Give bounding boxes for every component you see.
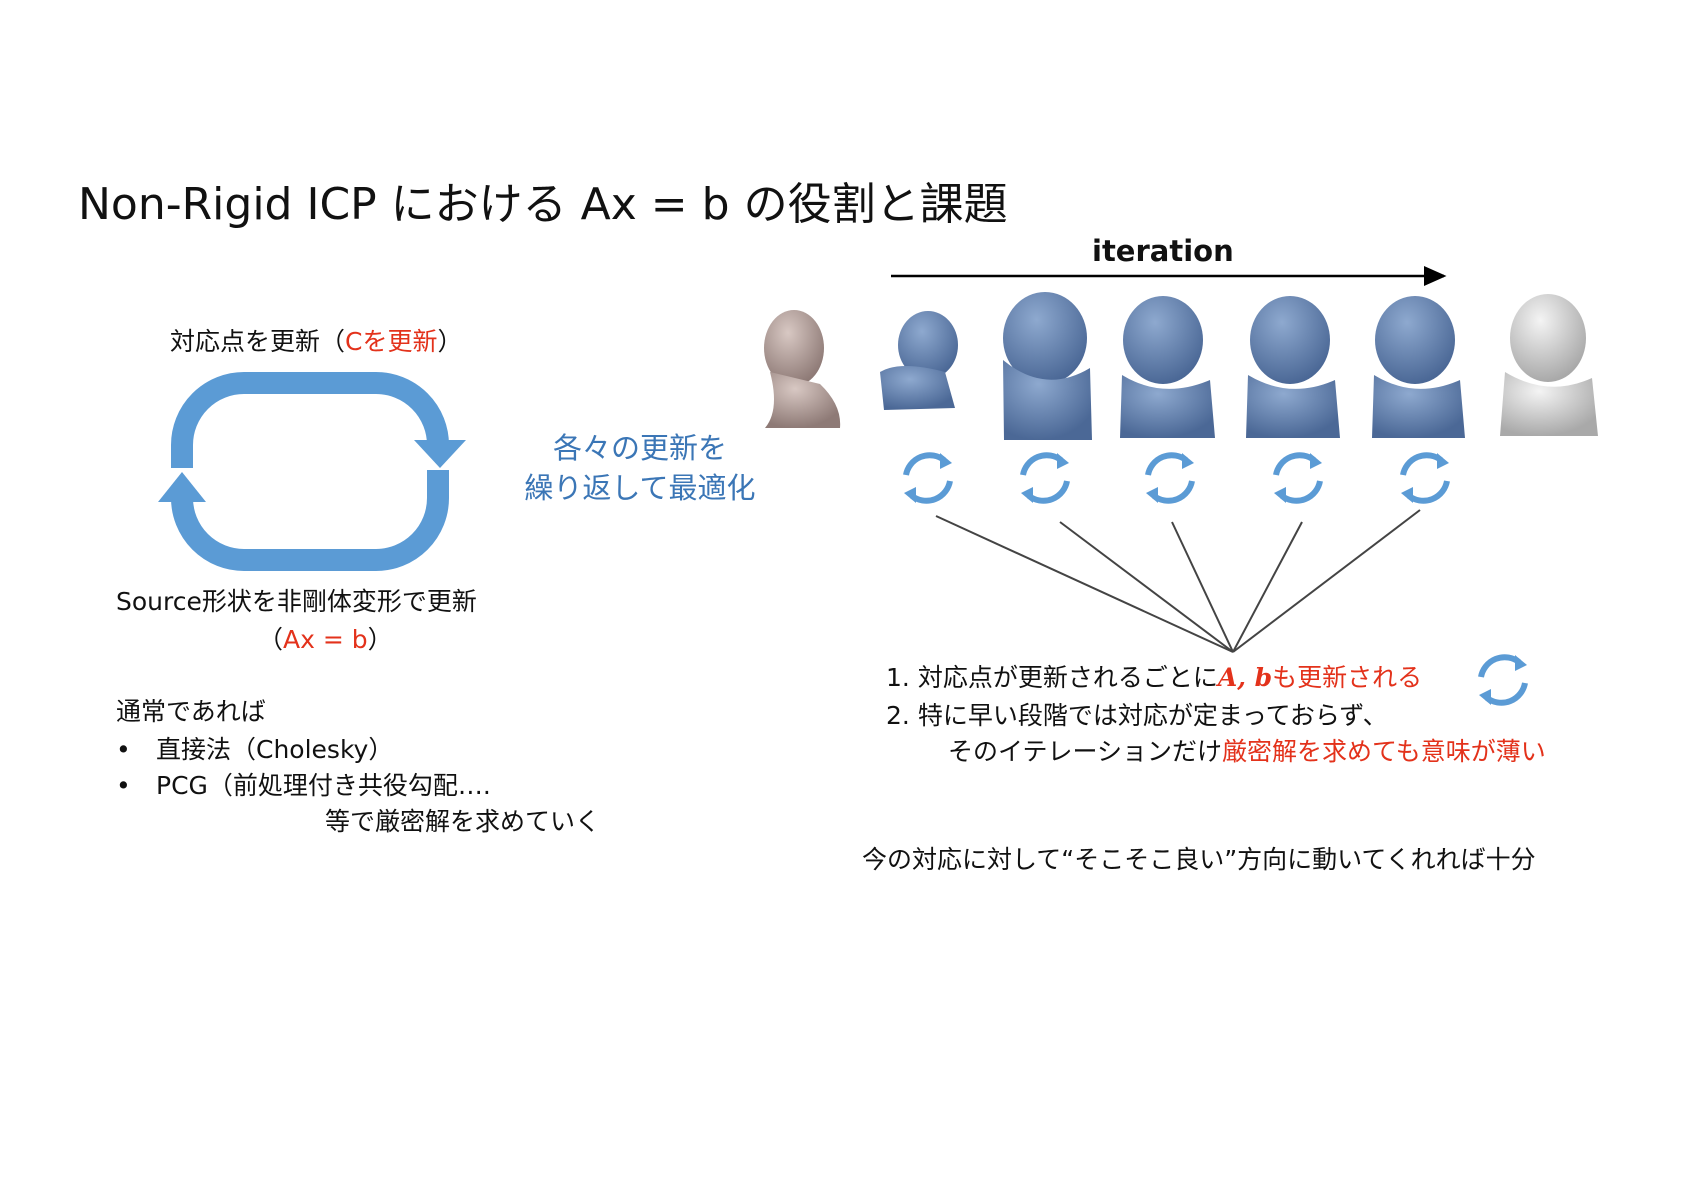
axb-label: （Ax = b） xyxy=(258,625,393,654)
update-cycle-icon xyxy=(158,372,466,571)
mini-cycle-icon-5 xyxy=(1401,453,1449,503)
deformed-head-1-icon xyxy=(880,311,958,410)
iteration-label: iteration xyxy=(1092,234,1234,268)
point-1: 1. 対応点が更新されるごとにA, bも更新される xyxy=(886,663,1423,692)
point1-cycle-icon xyxy=(1479,655,1527,705)
mini-cycle-icon-3 xyxy=(1146,453,1194,503)
deformed-head-5-icon xyxy=(1372,296,1465,438)
bullet-item: •PCG（前処理付き共役勾配…. xyxy=(116,771,491,800)
bullet-item: •直接法（Cholesky） xyxy=(116,735,394,764)
connector-lines xyxy=(935,509,1421,653)
optimization-note: 各々の更新を 繰り返して最適化 xyxy=(524,431,756,505)
deformation-update-label: Source形状を非剛体変形で更新 xyxy=(116,587,477,616)
mini-cycle-icon-2 xyxy=(1021,453,1069,503)
usually-label: 通常であれば xyxy=(116,697,266,726)
target-head-icon xyxy=(1500,294,1598,436)
point-2-continuation: そのイテレーションだけ厳密解を求めても意味が薄い xyxy=(948,737,1546,766)
conclusion-text: 今の対応に対して“そこそこ良い”方向に動いてくれれば十分 xyxy=(862,845,1536,874)
deformed-head-2-icon xyxy=(1003,292,1092,440)
correspondence-update-label: 対応点を更新（Cを更新） xyxy=(170,327,463,356)
mini-cycle-icon-4 xyxy=(1274,453,1322,503)
mini-cycle-icon-1 xyxy=(904,453,952,503)
bullet-continuation: 等で厳密解を求めていく xyxy=(325,807,601,836)
page-title: Non-Rigid ICP における Ax = b の役割と課題 xyxy=(78,179,1008,230)
source-head-icon xyxy=(764,310,841,428)
deformed-head-4-icon xyxy=(1246,296,1340,438)
deformed-head-3-icon xyxy=(1120,296,1215,438)
point-2: 2. 特に早い段階では対応が定まっておらず、 xyxy=(886,701,1388,730)
